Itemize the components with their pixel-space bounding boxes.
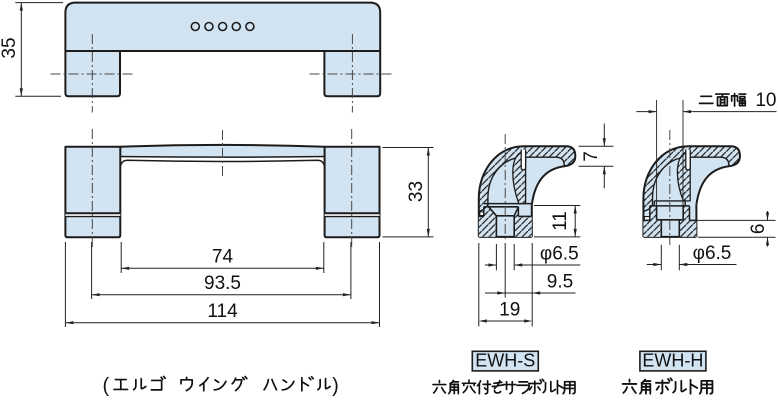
svg-text:7: 7: [581, 151, 602, 162]
svg-text:(: (: [102, 375, 109, 397]
svg-text:9.5: 9.5: [547, 271, 573, 292]
svg-text:35: 35: [0, 37, 20, 58]
svg-text:11: 11: [550, 211, 571, 231]
svg-text:33: 33: [406, 181, 427, 202]
svg-text:10: 10: [755, 90, 776, 111]
svg-text:): ): [332, 375, 339, 397]
svg-text:φ6.5: φ6.5: [693, 243, 732, 264]
svg-text:EWH-H: EWH-H: [642, 350, 703, 370]
svg-text:74: 74: [212, 247, 234, 268]
svg-text:EWH-S: EWH-S: [475, 350, 535, 370]
svg-text:φ6.5: φ6.5: [540, 243, 579, 264]
svg-text:93.5: 93.5: [204, 273, 241, 294]
svg-text:19: 19: [499, 299, 520, 320]
svg-text:114: 114: [207, 301, 238, 322]
svg-text:6: 6: [748, 224, 769, 235]
